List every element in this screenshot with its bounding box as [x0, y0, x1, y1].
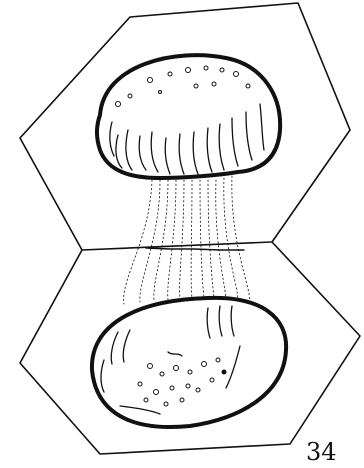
upper-chromosomes: [110, 104, 264, 174]
figure-number-label: 34: [306, 440, 337, 464]
lower-granules: [138, 358, 226, 406]
upper-granules: [116, 66, 251, 107]
upper-cell-wall: [20, 3, 350, 250]
lower-chromosomes: [101, 306, 240, 414]
lower-daughter-nucleus: [92, 298, 286, 427]
lower-cell-wall: [20, 242, 360, 454]
spindle-fibres: [124, 176, 250, 304]
cell-plate: [146, 248, 244, 250]
upper-daughter-nucleus: [97, 55, 280, 178]
